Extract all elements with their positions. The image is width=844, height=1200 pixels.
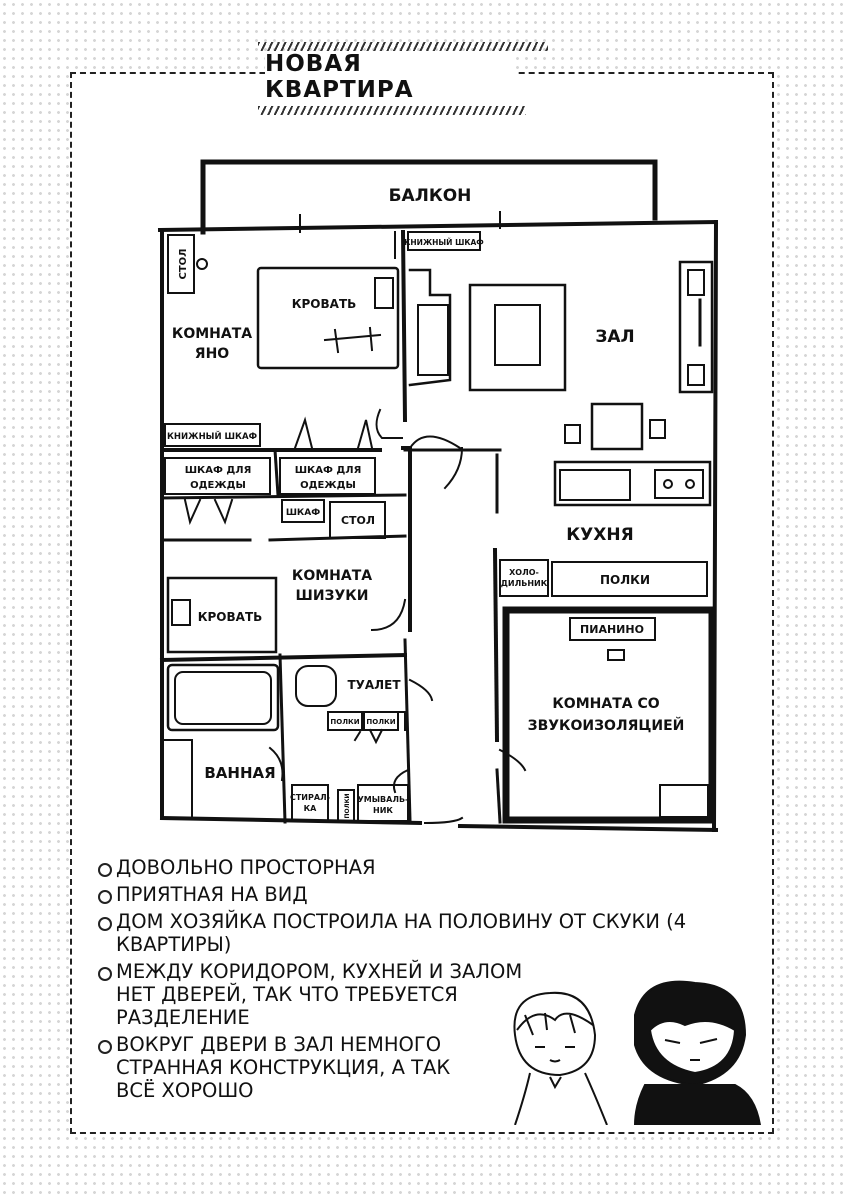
label-washer-l2: КА	[304, 804, 318, 813]
label-sound-1: КОМНАТА СО	[552, 696, 659, 712]
label-bath: ВАННАЯ	[204, 764, 275, 782]
bullet-icon	[98, 890, 112, 904]
wall-yano-living	[400, 229, 408, 423]
label-kitchen: КУХНЯ	[566, 525, 633, 545]
bookshelf-living-shape	[407, 231, 481, 251]
wall-shizuki-bottom	[159, 652, 408, 663]
label-bed-yano: КРОВАТЬ	[292, 297, 357, 311]
bed-yano-shape	[256, 266, 400, 370]
label-living: ЗАЛ	[595, 327, 634, 347]
sofa-shape	[408, 268, 452, 387]
washer-shape	[291, 784, 329, 822]
bullet-icon	[98, 1040, 112, 1054]
outer-wall-bottom-right	[457, 823, 719, 833]
label-balcony: БАЛКОН	[389, 186, 472, 206]
kitchen-shelves-shape	[551, 561, 708, 597]
kitchen-counter-shape	[553, 460, 712, 507]
tv-stand-shape	[678, 260, 714, 394]
note-item: ПРИЯТНАЯ НА ВИД	[98, 883, 778, 906]
label-toilet: ТУАЛЕТ	[347, 678, 401, 692]
label-wardrobe-2-l1: ШКАФ ДЛЯ	[295, 465, 362, 476]
label-sound-2: ЗВУКОИЗОЛЯЦИЕЙ	[528, 717, 685, 734]
fridge-shape	[499, 559, 549, 597]
balcony-wall	[200, 159, 658, 221]
label-shizuki-2: ШИЗУКИ	[296, 588, 369, 604]
small-shelf-shape	[281, 499, 325, 523]
label-small-shelf: ШКАФ	[286, 508, 320, 518]
bathtub-shape	[166, 663, 280, 732]
label-washer-l1: СТИРАЛ-	[290, 793, 330, 802]
outer-wall-top	[157, 219, 719, 233]
note-text: ДОМ ХОЗЯЙКА ПОСТРОИЛА НА ПОЛОВИНУ ОТ СКУ…	[116, 910, 687, 956]
bed-shizuki-shape	[166, 576, 278, 654]
label-wardrobe-2-l2: ОДЕЖДЫ	[300, 480, 356, 491]
label-shelves-toilet-1: ПОЛКИ	[330, 718, 359, 726]
note-item: МЕЖДУ КОРИДОРОМ, КУХНЕЙ И ЗАЛОМ НЕТ ДВЕР…	[98, 960, 778, 1029]
label-sink-l1: УМЫВАЛЬ-	[358, 795, 409, 804]
rug-shape	[468, 283, 567, 392]
bookshelf-yano-shape	[164, 423, 261, 447]
label-yano-2: ЯНО	[195, 346, 229, 362]
label-wardrobe-1-l1: ШКАФ ДЛЯ	[185, 465, 252, 476]
desk-yano-shape	[167, 234, 195, 294]
label-piano: ПИАНИНО	[580, 623, 644, 636]
label-fridge-l2: ДИЛЬНИК	[501, 579, 548, 588]
note-text: ДОВОЛЬНО ПРОСТОРНАЯ	[116, 856, 376, 879]
note-item: ВОКРУГ ДВЕРИ В ЗАЛ НЕМНОГО СТРАННАЯ КОНС…	[98, 1033, 778, 1102]
title-hatch-bottom	[258, 106, 526, 115]
label-bookshelf-yano: КНИЖНЫЙ ШКАФ	[167, 430, 257, 442]
soundproof-room-walls	[502, 606, 716, 824]
desk-shizuki-shape	[329, 501, 386, 539]
sink-shape	[357, 784, 409, 822]
wardrobe-2-shape	[279, 457, 376, 495]
note-text: ПРИЯТНАЯ НА ВИД	[116, 883, 308, 906]
dining-table-shape	[590, 402, 644, 451]
note-item: ДОВОЛЬНО ПРОСТОРНАЯ	[98, 856, 778, 879]
bullet-icon	[98, 917, 112, 931]
wall-bath-toilet	[278, 653, 287, 824]
label-desk-shizuki: СТОЛ	[341, 514, 375, 527]
piano-shape	[569, 617, 656, 641]
bullet-icon	[98, 863, 112, 877]
label-bed-shizuki: КРОВАТЬ	[198, 610, 263, 624]
label-shelves-toilet-2: ПОЛКИ	[366, 718, 395, 726]
page-title: НОВАЯ КВАРТИРА	[265, 51, 414, 103]
notes-list: ДОВОЛЬНО ПРОСТОРНАЯ ПРИЯТНАЯ НА ВИД ДОМ …	[98, 856, 778, 1106]
note-item: ДОМ ХОЗЯЙКА ПОСТРОИЛА НА ПОЛОВИНУ ОТ СКУ…	[98, 910, 778, 956]
label-fridge-l1: ХОЛО-	[509, 568, 539, 577]
bullet-icon	[98, 967, 112, 981]
title-box: НОВАЯ КВАРТИРА	[265, 51, 515, 103]
wall-wardrobes-bottom	[160, 493, 407, 500]
title-hatch-top	[258, 42, 548, 51]
wardrobe-1-shape	[164, 457, 271, 495]
label-shizuki-1: КОМНАТА	[292, 568, 372, 584]
label-yano-1: КОМНАТА	[172, 326, 252, 342]
note-text: ВОКРУГ ДВЕРИ В ЗАЛ НЕМНОГО СТРАННАЯ КОНС…	[116, 1033, 451, 1102]
wall-corridor-right	[492, 547, 500, 743]
label-wardrobe-1-l2: ОДЕЖДЫ	[190, 480, 246, 491]
note-text: МЕЖДУ КОРИДОРОМ, КУХНЕЙ И ЗАЛОМ НЕТ ДВЕР…	[116, 960, 523, 1029]
chibi-characters-illustration	[513, 980, 762, 1125]
label-desk-yano: СТОЛ	[178, 249, 189, 280]
label-sink-l2: НИК	[373, 806, 393, 815]
toilet-shape	[295, 665, 337, 707]
label-kitchen-shelves: ПОЛКИ	[600, 573, 650, 587]
label-shelves-bath: ПОЛКИ	[344, 793, 351, 818]
label-bookshelf-living: КНИЖНЫЙ ШКАФ	[404, 238, 484, 247]
